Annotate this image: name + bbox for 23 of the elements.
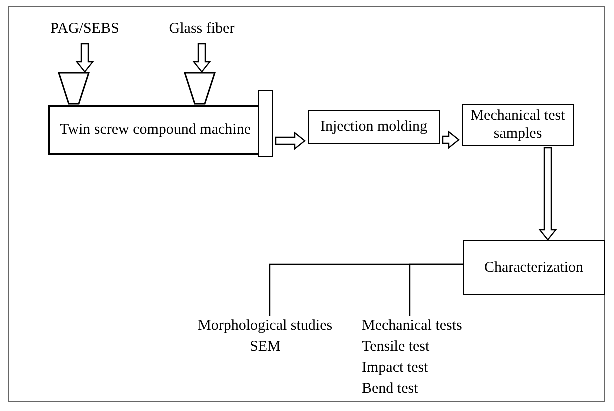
list-item: Bend test: [362, 380, 418, 399]
list-item: Tensile test: [362, 338, 430, 357]
node-label: Characterization: [484, 258, 584, 276]
block-arrow: [275, 132, 306, 150]
list-item: Impact test: [362, 359, 428, 378]
list-item: SEM: [250, 338, 281, 357]
block-arrow: [538, 147, 558, 241]
node-label: Glass fiber: [169, 20, 235, 38]
node-label: Mechanical tests: [362, 317, 462, 336]
process-box: [463, 240, 605, 295]
block-arrow: [192, 43, 212, 73]
connector-line: [409, 264, 463, 316]
block-arrow: [76, 43, 94, 73]
node-label: Twin screw compound machine: [60, 121, 251, 139]
node-label: Morphological studies: [198, 317, 333, 336]
hopper-shape: [58, 72, 90, 105]
node-label: PAG/SEBS: [50, 20, 120, 38]
node-label: Mechanical test samples: [470, 107, 566, 143]
block-arrow: [442, 130, 460, 150]
process-box: [308, 110, 440, 144]
hopper-shape: [184, 72, 216, 105]
process-box: [462, 104, 574, 146]
node-label: Injection molding: [320, 118, 428, 136]
